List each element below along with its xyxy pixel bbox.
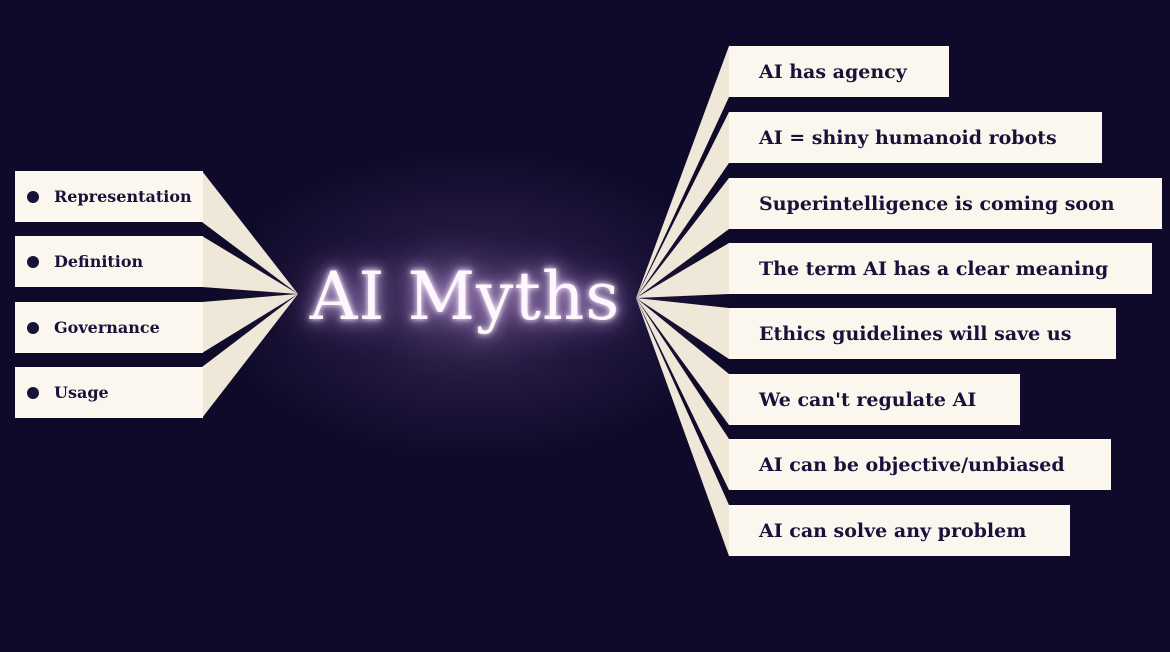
category-representation: Representation [15, 171, 203, 222]
bullet-icon [27, 255, 39, 268]
ray-usage [202, 294, 298, 418]
myth-agency: AI has agency [729, 46, 949, 97]
ray-ethics [636, 298, 729, 359]
category-governance: Governance [15, 302, 203, 353]
ray-definition [202, 236, 298, 294]
myth-label: AI can solve any problem [759, 519, 1027, 542]
myth-label: AI = shiny humanoid robots [759, 126, 1057, 149]
myth-objective: AI can be objective/unbiased [729, 439, 1111, 490]
ray-agency [636, 46, 729, 298]
ray-objective [636, 298, 729, 490]
ray-term [636, 243, 729, 298]
myth-label: AI has agency [759, 60, 907, 83]
bullet-icon [27, 386, 39, 399]
myth-label: Superintelligence is coming soon [759, 192, 1115, 215]
category-definition: Definition [15, 236, 203, 287]
ray-superintelligence [636, 178, 729, 298]
category-label: Representation [54, 187, 192, 206]
category-label: Governance [54, 318, 160, 337]
ray-solve [636, 298, 729, 556]
myth-solve: AI can solve any problem [729, 505, 1070, 556]
myth-label: We can't regulate AI [759, 388, 977, 411]
myth-label: The term AI has a clear meaning [759, 257, 1109, 280]
category-usage: Usage [15, 367, 203, 418]
page-title: AI Myths [309, 258, 621, 335]
ray-representation [202, 171, 298, 294]
myth-label: Ethics guidelines will save us [759, 322, 1072, 345]
category-label: Usage [54, 383, 109, 402]
myth-robots: AI = shiny humanoid robots [729, 112, 1102, 163]
ray-robots [636, 112, 729, 298]
myth-ethics: Ethics guidelines will save us [729, 308, 1116, 359]
myth-term: The term AI has a clear meaning [729, 243, 1152, 294]
myth-label: AI can be objective/unbiased [759, 453, 1065, 476]
category-label: Definition [54, 252, 144, 271]
ray-regulate [636, 298, 729, 425]
ray-governance [202, 294, 298, 353]
bullet-icon [27, 190, 39, 203]
myth-superintelligence: Superintelligence is coming soon [729, 178, 1162, 229]
myth-regulate: We can't regulate AI [729, 374, 1020, 425]
bullet-icon [27, 321, 39, 334]
